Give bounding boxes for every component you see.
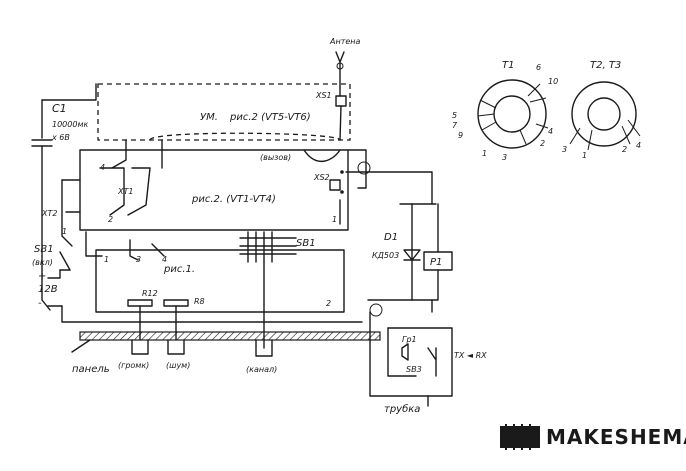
d1-type-label: КД503 — [372, 251, 399, 260]
fig1-block: рис.1. 1 3 4 2 SB1 R12 R8 — [85, 231, 345, 349]
plus-label: + — [38, 271, 46, 282]
r8-label: R8 — [194, 297, 205, 306]
main-block: рис.2. (VT1-VT4) 4 XT1 2 (вызов) XS2 1 — [79, 149, 371, 231]
antenna-label: Антена — [329, 37, 361, 46]
xs1-label: XS1 — [315, 91, 332, 100]
c1-value-label: 10000мк — [52, 120, 88, 129]
call-label: (вызов) — [260, 153, 291, 162]
t1-pin-7: 7 — [452, 121, 458, 130]
t1-pin-2: 2 — [540, 139, 545, 148]
p1-label: P1 — [430, 257, 442, 268]
xt2-label: XT2 — [41, 209, 57, 218]
t1-pin-6: 6 — [536, 63, 541, 72]
c1-label: C1 — [52, 102, 67, 115]
br1-label: Гр1 — [402, 335, 417, 344]
xs2-pin-1: 1 — [332, 215, 337, 224]
volume-label: (громк) — [118, 361, 149, 370]
t1-pin-10: 10 — [548, 77, 558, 86]
noise-knob — [167, 339, 185, 355]
brand-text: MAKESHEMA — [546, 425, 686, 449]
minus-label: - — [38, 298, 42, 309]
volume-knob — [131, 339, 149, 355]
v12-label: 12В — [38, 284, 58, 295]
t1-label: T1 — [502, 60, 514, 71]
xs2-label: XS2 — [313, 173, 330, 182]
xt1-pin-2: 2 — [108, 215, 113, 224]
t1-pin-5: 5 — [452, 111, 457, 120]
t2-pin-1: 1 — [582, 151, 587, 160]
amplifier-fig-label: рис.2 (VT5-VT6) — [229, 112, 311, 123]
t1-pin-1: 1 — [482, 149, 487, 158]
t1-pin-9: 9 — [458, 131, 463, 140]
channel-knob — [255, 339, 273, 357]
fig1-label: рис.1. — [163, 264, 195, 275]
xt1-pin-4: 4 — [100, 163, 105, 172]
r12-label: R12 — [142, 289, 158, 298]
xt1-label: XT1 — [117, 187, 133, 196]
handset-label: трубка — [384, 403, 420, 415]
t1-pin-3: 3 — [502, 153, 507, 162]
fig1-pin-1: 1 — [104, 255, 109, 264]
fig1-pin-4: 4 — [162, 255, 167, 264]
tx-rx-label: ТХ ◄ RX — [454, 351, 487, 360]
sb1-left-label: SB1 — [34, 244, 54, 255]
sb1-right-label: SB1 — [296, 238, 316, 249]
transformer-t1: T1 5 7 9 1 3 6 10 4 2 — [452, 60, 558, 162]
fig1-pin-3: 3 — [136, 255, 141, 264]
power-section: XT2 1 SB1 (вкл) + 12В - — [32, 179, 363, 323]
antenna: Антена — [329, 37, 361, 89]
makeshema-logo: MAKESHEMA — [500, 424, 686, 450]
c1-voltage-label: х 6В — [51, 133, 70, 142]
amplifier-block: УМ. рис.2 (VT5-VT6) XS1 — [97, 83, 351, 169]
d1-label: D1 — [384, 232, 398, 243]
relay-section: D1 КД503 P1 — [345, 171, 453, 313]
main-block-label: рис.2. (VT1-VT4) — [191, 194, 276, 205]
noise-label: (шум) — [166, 361, 190, 370]
fig1-pin-2: 2 — [326, 299, 331, 308]
t2-pin-2: 2 — [622, 145, 627, 154]
xt2-pin-1: 1 — [62, 227, 67, 236]
t2-pin-3: 3 — [562, 145, 567, 154]
channel-switch-gang — [239, 231, 297, 263]
panel-label: панель — [72, 364, 110, 375]
handset-section: Гр1 SB3 ТХ ◄ RX трубка — [369, 303, 487, 415]
sb3-label: SB3 — [406, 365, 422, 374]
transformer-t2-t3: T2, T3 3 1 2 4 — [562, 60, 641, 160]
capacitor-c1: C1 10000мк х 6В — [31, 83, 97, 311]
amplifier-label: УМ. — [200, 112, 218, 123]
front-panel: панель (громк) (шум) (канал) — [71, 331, 381, 375]
channel-label: (канал) — [246, 365, 277, 374]
t2t3-label: T2, T3 — [590, 60, 621, 71]
sb1-on-label: (вкл) — [32, 258, 53, 267]
t1-pin-4: 4 — [548, 127, 553, 136]
t2-pin-4: 4 — [636, 141, 641, 150]
